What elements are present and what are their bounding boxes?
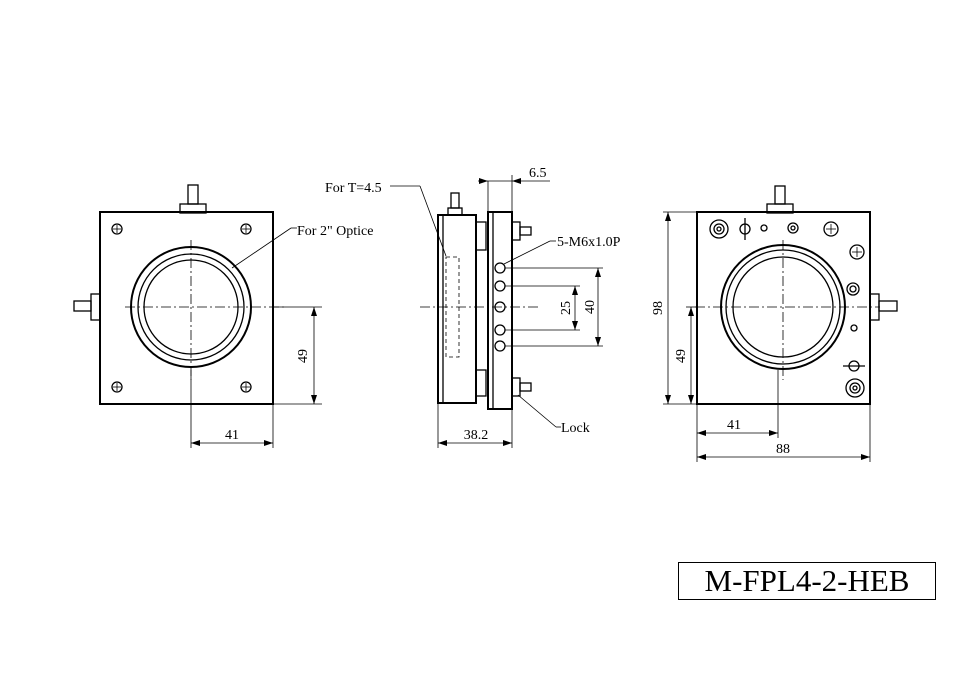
dim-98: 98	[651, 301, 666, 315]
side-right-plate	[487, 211, 513, 410]
dim-41-front: 41	[225, 428, 239, 443]
front-screws	[111, 223, 252, 393]
back-view: 98 49 41 88	[651, 185, 898, 462]
dim-41-back: 41	[727, 418, 741, 433]
label-for-thickness: For T=4.5	[325, 181, 382, 196]
side-view: For T=4.5 6.5 5-M6x1.0P 25 40 Lock 3	[325, 166, 621, 448]
dim-25: 25	[559, 301, 574, 315]
front-view: For 2" Optice 49 41	[73, 184, 373, 448]
dim-6-5: 6.5	[529, 166, 547, 181]
back-adjusters	[709, 218, 865, 398]
label-thread: 5-M6x1.0P	[557, 235, 621, 250]
model-number: M-FPL4-2-HEB	[704, 563, 910, 598]
model-number-box: M-FPL4-2-HEB	[678, 562, 936, 600]
dim-49-back: 49	[674, 349, 689, 363]
dim-88: 88	[776, 442, 790, 457]
front-body	[99, 211, 274, 405]
dim-40: 40	[583, 300, 598, 314]
label-lock: Lock	[561, 421, 590, 436]
dim-38-2: 38.2	[464, 428, 489, 443]
dim-49-front: 49	[296, 349, 311, 363]
side-left-plate	[437, 214, 477, 404]
label-for-optic: For 2" Optice	[297, 224, 373, 239]
